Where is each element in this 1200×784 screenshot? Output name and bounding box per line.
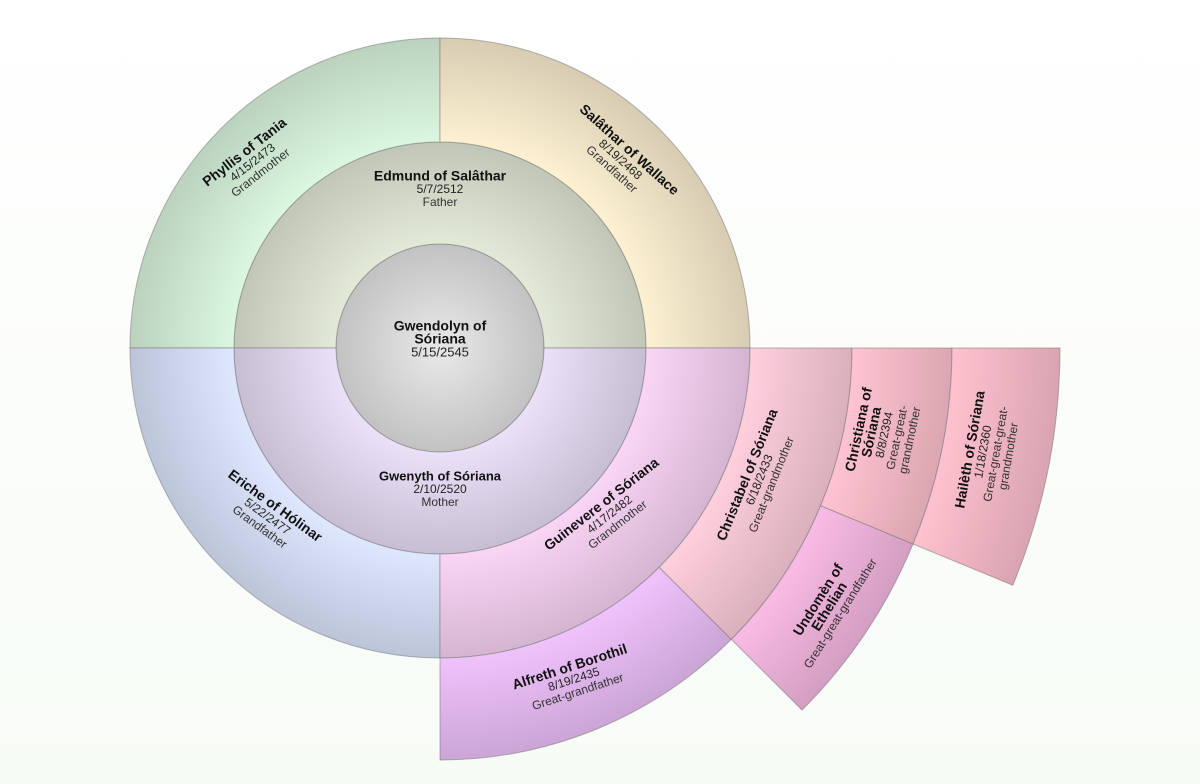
person-role: Mother	[421, 495, 458, 509]
person-date: 5/7/2512	[417, 182, 464, 196]
segment-ggf[interactable]	[439, 566, 733, 761]
person-name: Sóriana	[414, 331, 466, 347]
segment-mgf[interactable]	[129, 347, 441, 659]
label-gggm: Christiana ofSóriana8/8/2394Great-great-…	[842, 385, 924, 474]
segment-ggggm[interactable]	[912, 347, 1061, 586]
person-name: Edmund of Salâthar	[374, 168, 507, 184]
person-name: Gwenyth of Sóriana	[379, 468, 502, 483]
segment-pgm[interactable]	[129, 37, 441, 349]
person-name: Gwendolyn of	[394, 318, 487, 334]
segment-gggf[interactable]	[730, 505, 914, 711]
segment-pgf[interactable]	[439, 37, 751, 349]
person-role: Father	[423, 195, 458, 209]
person-date: 2/10/2520	[413, 482, 467, 496]
person-date: 5/15/2545	[411, 344, 469, 359]
